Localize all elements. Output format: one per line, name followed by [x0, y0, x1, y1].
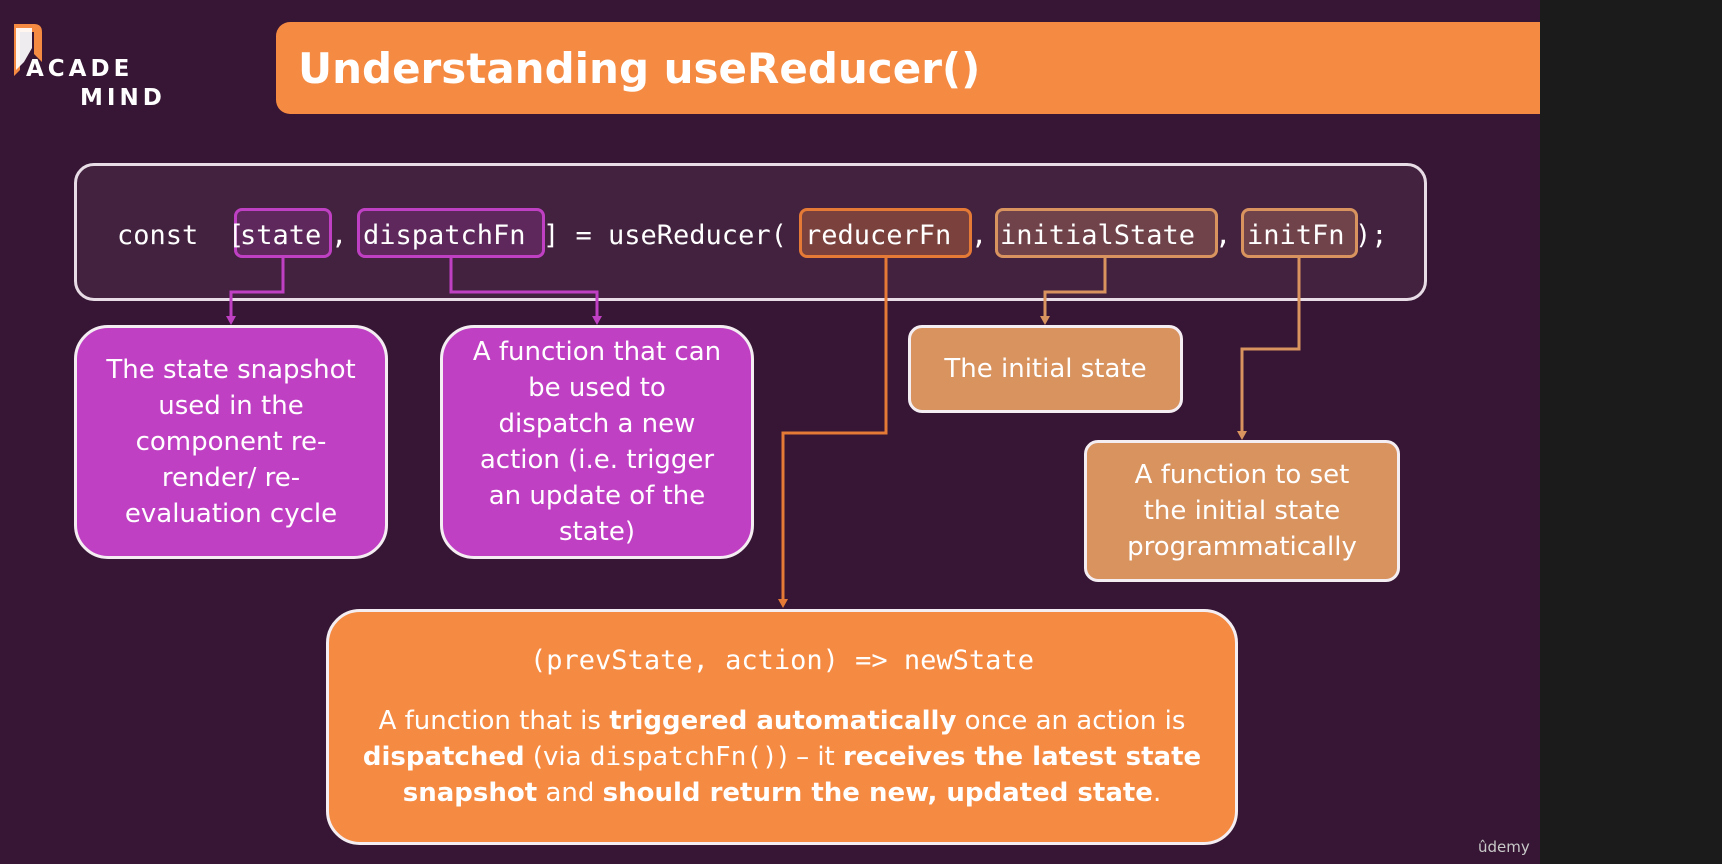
code-close: ); — [1355, 220, 1388, 251]
reducer-desc-text: once an action is — [956, 706, 1186, 736]
state-desc-line: evaluation cycle — [124, 499, 338, 529]
initfn-desc-line: programmatically — [1127, 532, 1357, 562]
academind-logo-icon — [14, 24, 42, 76]
reducer-connector — [781, 258, 888, 601]
reducer-description: A function that is triggered automatical… — [363, 703, 1201, 811]
logo-text-line1: ACADE — [26, 56, 134, 82]
code-initialstate: initialState — [1000, 220, 1196, 251]
state-connector — [229, 258, 285, 318]
reducer-desc-bold: should return the new, updated state — [602, 778, 1153, 808]
title-bar: Understanding useReducer() — [276, 22, 1540, 114]
slide: ACADE MIND Understanding useReducer() co… — [0, 0, 1540, 864]
reducerfn-highlight — [799, 208, 972, 258]
reducer-desc-bold: triggered automatically — [609, 706, 957, 736]
code-comma-3: , — [1215, 220, 1248, 251]
dispatch-desc-line: be used to — [528, 373, 666, 403]
code-reducerfn: reducerFn — [805, 220, 952, 251]
dispatch-desc-line: dispatch a new — [498, 409, 696, 439]
dispatch-arrowhead — [592, 316, 602, 325]
state-highlight — [234, 208, 332, 258]
reducer-signature: (prevState, action) => newState — [530, 645, 1034, 676]
state-desc-line: The state snapshot — [106, 355, 356, 385]
code-const-keyword: const — [117, 220, 215, 251]
initfn-arrowhead — [1237, 431, 1247, 440]
connector-arrows — [226, 258, 1301, 608]
reducer-desc-text: A function that is — [378, 706, 610, 736]
reducer-description-box: (prevState, action) => newState A functi… — [326, 609, 1238, 845]
reducer-desc-text: (via — [524, 742, 590, 772]
reducer-desc-bold: snapshot — [402, 778, 538, 808]
state-desc-line: used in the — [158, 391, 304, 421]
dispatch-connector — [449, 258, 599, 318]
state-desc-line: render/ re- — [161, 463, 301, 493]
reducer-desc-text: and — [537, 778, 603, 808]
dispatch-description-box: A function that can be used to dispatch … — [440, 325, 754, 559]
code-comma-1: , — [331, 220, 364, 251]
dispatch-desc-line: an update of the — [488, 481, 706, 511]
code-comma-2: , — [971, 220, 1004, 251]
reducer-desc-bold: dispatched — [362, 742, 525, 772]
initial-arrowhead — [1040, 316, 1050, 325]
initial-state-description-box: The initial state — [908, 325, 1183, 413]
reducer-desc-bold: receives the latest state — [843, 742, 1202, 772]
udemy-watermark: ûdemy — [1478, 838, 1530, 856]
dispatch-desc-line: A function that can — [472, 337, 722, 367]
initfn-highlight — [1241, 208, 1358, 258]
dispatchfn-highlight — [357, 208, 545, 258]
dark-side-panel — [1540, 0, 1722, 864]
reducer-desc-text: . — [1152, 778, 1162, 808]
reducer-arrowhead — [778, 599, 788, 608]
initfn-desc-line: the initial state — [1143, 496, 1341, 526]
code-box — [74, 163, 1427, 301]
logo-text-line2: MIND — [80, 85, 166, 111]
initfn-desc-line: A function to set — [1134, 460, 1350, 490]
state-desc-line: component re- — [135, 427, 327, 457]
code-open-bracket: [ — [228, 220, 245, 251]
reducer-desc-code: dispatchFn() — [589, 742, 778, 772]
dispatch-desc-line: state) — [558, 517, 635, 547]
initial-desc-text: The initial state — [944, 354, 1147, 384]
code-initfn: initFn — [1247, 220, 1345, 251]
code-state: state — [240, 220, 322, 251]
code-assign-usereducer: ] = useReducer( — [543, 220, 787, 251]
dispatch-desc-line: action (i.e. trigger — [479, 445, 715, 475]
initfn-description-box: A function to set the initial state prog… — [1084, 440, 1400, 582]
slide-title: Understanding useReducer() — [298, 43, 981, 93]
initfn-connector — [1240, 258, 1301, 433]
initial-connector — [1043, 258, 1107, 318]
state-arrowhead — [226, 316, 236, 325]
code-dispatchfn: dispatchFn — [363, 220, 526, 251]
state-description-box: The state snapshot used in the component… — [74, 325, 388, 559]
reducer-desc-text: ) – it — [777, 742, 844, 772]
initialstate-highlight — [995, 208, 1218, 258]
